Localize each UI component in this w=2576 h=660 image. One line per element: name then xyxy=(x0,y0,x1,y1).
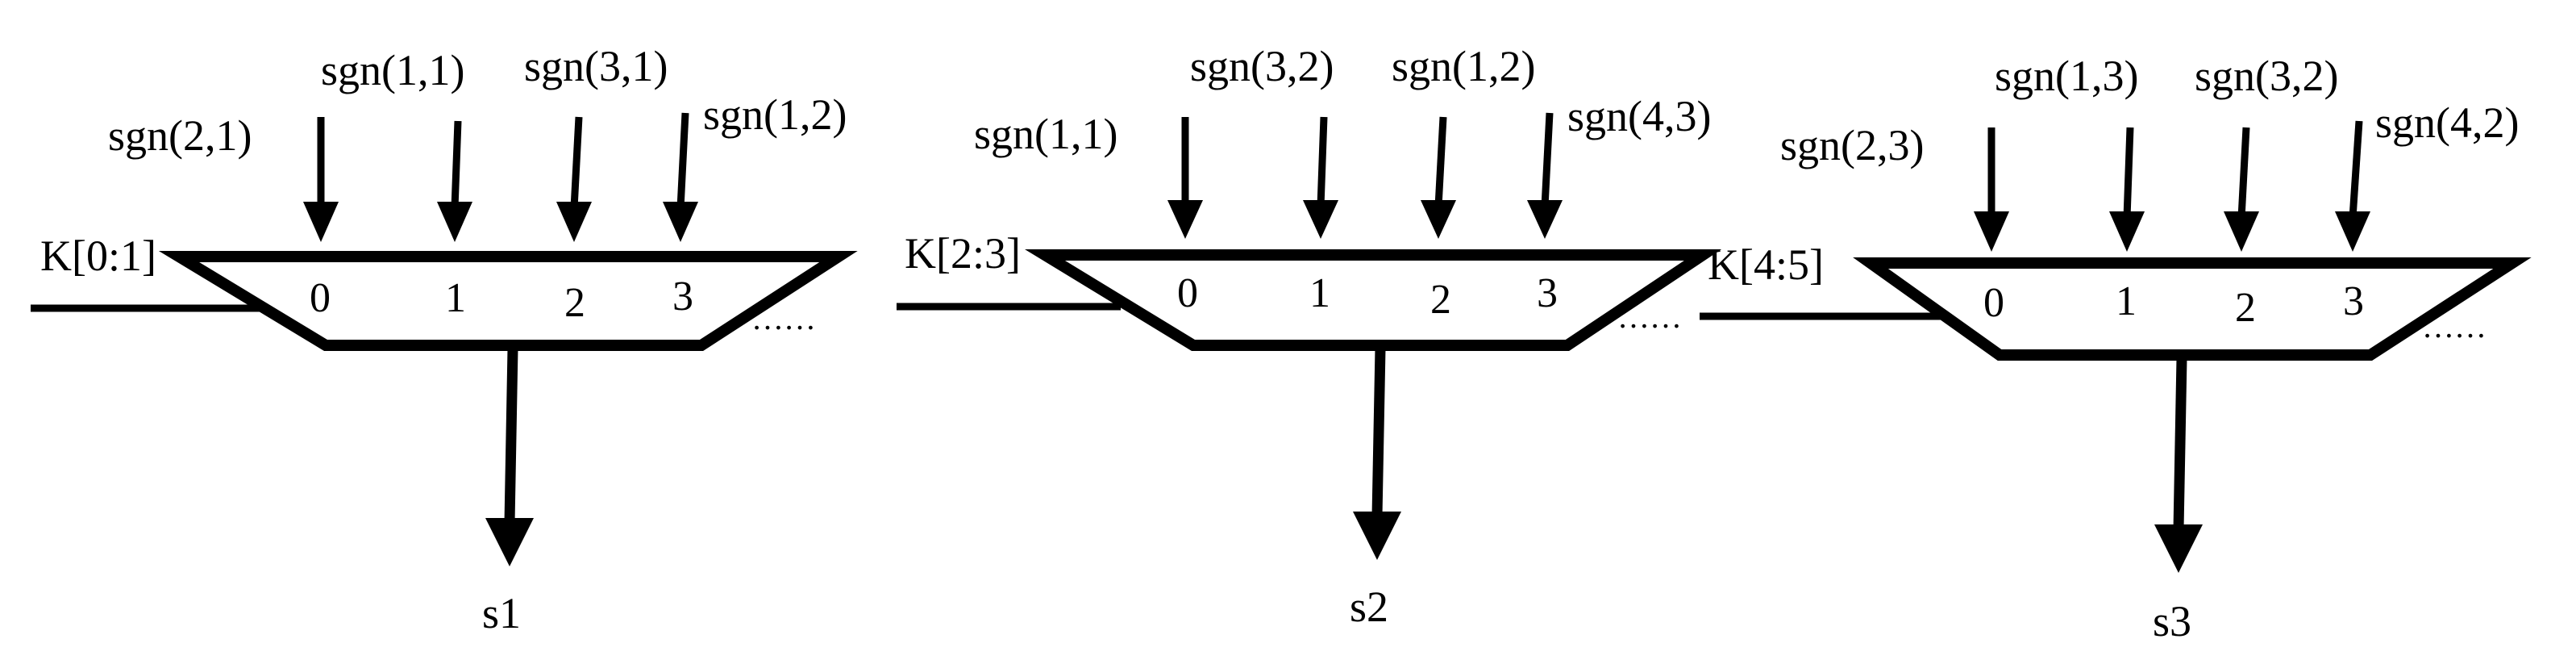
mux-index-1-2: 2 xyxy=(564,280,585,326)
mux-index-2-3: 3 xyxy=(1537,270,1558,316)
mux-body-1 xyxy=(158,251,858,351)
mux-index-3-1: 1 xyxy=(2116,278,2137,324)
input-arrowhead-3-0 xyxy=(1974,211,2009,252)
input-label-1-1: sgn(1,1) xyxy=(321,46,464,94)
mux-body-3 xyxy=(1853,257,2532,361)
mux-2: K[2:3] sgn(1,1) sgn(3,2) sgn(1,2) sgn(4,… xyxy=(897,42,1722,631)
input-arrowhead-1-2 xyxy=(556,202,592,242)
select-label-3: K[4:5] xyxy=(1708,240,1824,289)
mux-3: K[4:5] sgn(2,3) sgn(1,3) sgn(3,2) sgn(4,… xyxy=(1700,52,2532,645)
input-label-1-3: sgn(1,2) xyxy=(703,90,847,139)
mux-body-2 xyxy=(1025,249,1722,351)
input-label-3-1: sgn(1,3) xyxy=(1995,52,2138,100)
input-label-1-0: sgn(2,1) xyxy=(108,111,252,160)
output-arrow-1 xyxy=(504,348,518,524)
input-arrowhead-1-1 xyxy=(437,202,472,242)
input-arrow-3-3 xyxy=(2349,120,2363,219)
input-arrowhead-1-0 xyxy=(303,202,339,242)
input-label-2-1: sgn(3,2) xyxy=(1190,42,1334,90)
input-label-1-2: sgn(3,1) xyxy=(524,42,668,90)
input-arrow-1-1 xyxy=(451,120,462,209)
output-arrow-3 xyxy=(2173,357,2187,530)
mux-index-1-1: 1 xyxy=(445,275,466,321)
mux-index-2-2: 2 xyxy=(1430,277,1451,323)
input-arrowhead-2-0 xyxy=(1167,200,1203,239)
mux-ellipsis-1: …… xyxy=(751,300,816,336)
input-arrow-3-2 xyxy=(2237,127,2250,219)
input-arrowhead-1-3 xyxy=(663,202,698,242)
input-arrowhead-2-1 xyxy=(1303,200,1338,239)
mux-index-3-0: 0 xyxy=(1983,280,2004,326)
input-arrow-2-1 xyxy=(1317,116,1328,207)
input-label-3-0: sgn(2,3) xyxy=(1780,121,1924,169)
mux-ellipsis-3: …… xyxy=(2422,308,2487,345)
input-arrow-2-2 xyxy=(1434,116,1447,207)
mux-index-3-2: 2 xyxy=(2235,285,2256,331)
mux-index-2-1: 1 xyxy=(1309,270,1330,316)
input-label-2-0: sgn(1,1) xyxy=(974,110,1117,158)
input-arrowhead-3-2 xyxy=(2224,211,2259,252)
output-label-3: s3 xyxy=(2153,597,2191,645)
input-label-2-2: sgn(1,2) xyxy=(1392,42,1535,90)
input-arrow-1-3 xyxy=(676,112,689,209)
output-arrowhead-3 xyxy=(2154,524,2203,573)
mux-index-1-0: 0 xyxy=(310,275,331,321)
output-arrow-2 xyxy=(1371,348,1386,517)
mux-1: K[0:1] sgn(2,1) sgn(1,1) sgn(3,1) sgn(1,… xyxy=(31,42,858,637)
select-label-2: K[2:3] xyxy=(905,229,1021,278)
output-arrowhead-1 xyxy=(485,518,534,566)
input-arrowhead-2-3 xyxy=(1527,200,1563,239)
input-arrowhead-3-3 xyxy=(2335,211,2370,252)
input-arrowhead-2-2 xyxy=(1421,200,1456,239)
select-label-1: K[0:1] xyxy=(40,232,156,280)
input-arrow-3-1 xyxy=(2123,127,2134,219)
mux-index-1-3: 3 xyxy=(672,274,693,320)
input-label-3-2: sgn(3,2) xyxy=(2195,52,2338,100)
output-arrowhead-2 xyxy=(1353,512,1401,560)
input-arrowhead-3-1 xyxy=(2109,211,2145,252)
input-arrow-1-2 xyxy=(570,116,583,209)
input-label-3-3: sgn(4,2) xyxy=(2375,98,2519,147)
input-label-2-3: sgn(4,3) xyxy=(1567,92,1711,140)
output-label-2: s2 xyxy=(1350,583,1388,631)
mux-index-3-3: 3 xyxy=(2343,278,2364,324)
input-arrow-2-3 xyxy=(1541,112,1554,207)
mux-ellipsis-2: …… xyxy=(1617,299,1682,335)
mux-index-2-0: 0 xyxy=(1177,270,1198,316)
output-label-1: s1 xyxy=(482,589,521,637)
